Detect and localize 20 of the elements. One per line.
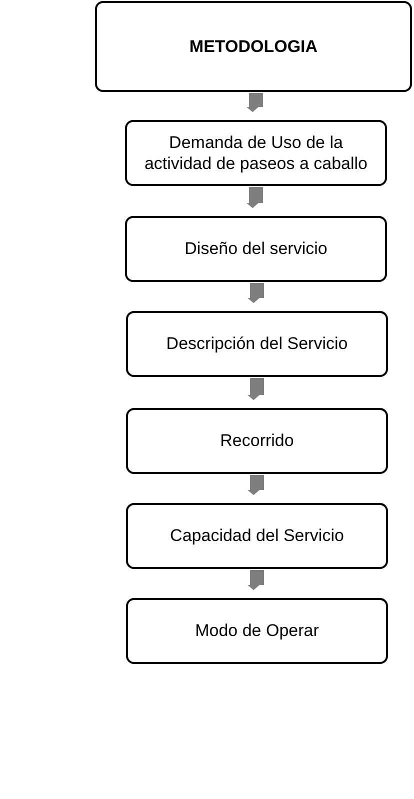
step-text: Modo de Operar — [195, 620, 319, 642]
block-arrow — [248, 378, 264, 400]
process-box — [125, 120, 387, 186]
process-box — [95, 1, 412, 92]
step-text: Recorrido — [220, 430, 294, 452]
block-arrow — [248, 570, 264, 590]
process-box — [126, 503, 388, 569]
title-text: METODOLOGIA — [189, 36, 318, 58]
block-arrow — [248, 283, 264, 304]
block-arrow — [246, 187, 263, 208]
process-box — [126, 598, 388, 664]
process-box — [126, 311, 388, 377]
step-text: Capacidad del Servicio — [170, 525, 344, 547]
process-box — [125, 216, 387, 282]
step-text: Demanda de Uso de la actividad de paseos a caballo — [143, 132, 369, 174]
process-box — [126, 408, 388, 474]
block-arrow — [246, 93, 263, 112]
step-text: Diseño del servicio — [184, 238, 328, 260]
step-text: Descripción del Servicio — [166, 333, 348, 355]
block-arrow — [248, 475, 264, 496]
